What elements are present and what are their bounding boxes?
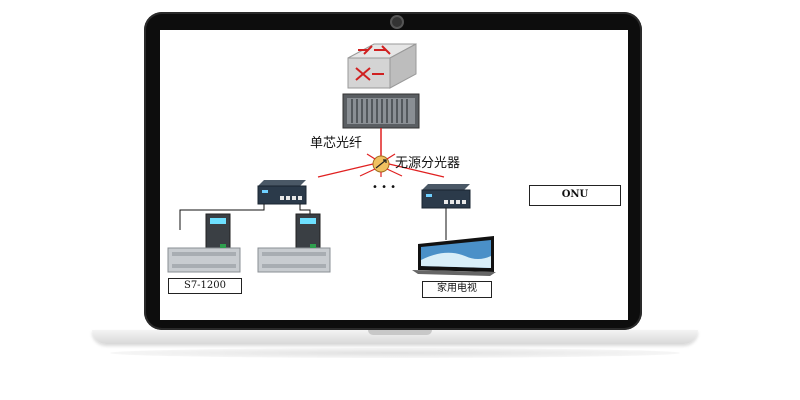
- onu-device-icon: [421, 184, 471, 209]
- plc-icon: [257, 213, 331, 273]
- laptop-base: [92, 330, 698, 344]
- tv-label: 家用电视: [422, 281, 492, 298]
- onu-label: ONU: [529, 185, 621, 206]
- split-fiber-lines: [317, 153, 445, 178]
- plc-label: S7-1200: [168, 278, 242, 294]
- plc-icon: [167, 213, 241, 273]
- webcam-icon: [390, 15, 404, 29]
- core-switch-icon: [347, 43, 417, 89]
- splitter-icon: [372, 155, 390, 173]
- laptop-screen: • • •: [160, 30, 628, 320]
- splitter-label: 无源分光器: [395, 156, 461, 171]
- network-diagram: • • •: [167, 43, 496, 276]
- olt-chassis-icon: [342, 93, 420, 129]
- tv-icon: [412, 236, 496, 276]
- fiber-label: 单芯光纤: [310, 136, 363, 151]
- ellipsis-dots: • • •: [372, 182, 396, 193]
- onu-device-icon: [257, 180, 307, 205]
- laptop-notch: [368, 330, 432, 335]
- laptop-shadow: [110, 348, 680, 358]
